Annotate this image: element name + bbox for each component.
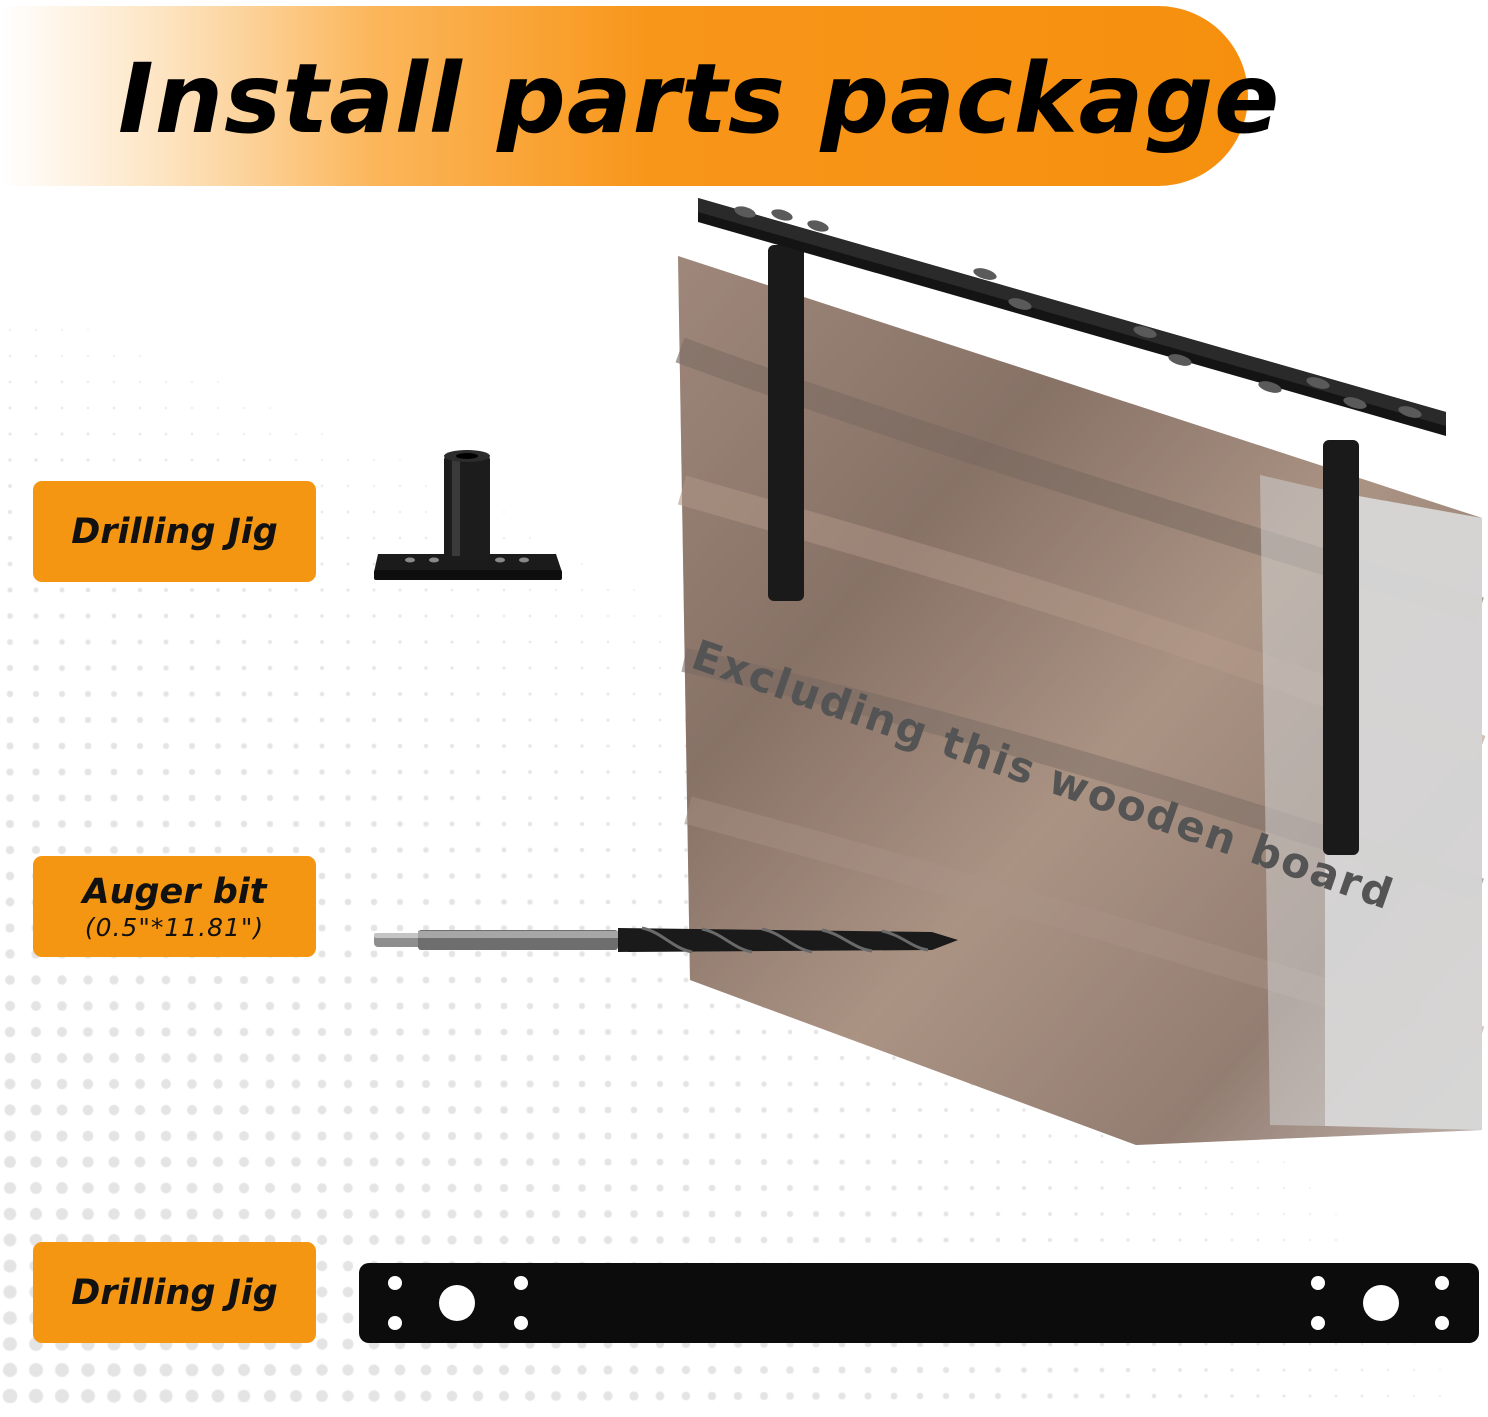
wooden-board-with-bracket-image (675, 198, 1486, 1145)
auger-bit-image (374, 926, 958, 954)
tag-label: Auger bit (82, 871, 267, 912)
page-title: Install parts package (118, 43, 1281, 155)
tag-drilling-jig: Drilling Jig (33, 1242, 316, 1343)
tag-drilling-jig: Drilling Jig (33, 481, 316, 582)
tag-label: Drilling Jig (71, 1272, 278, 1313)
title-banner: Install parts package (0, 6, 1281, 186)
drilling-jig-plate-image (359, 1263, 1479, 1343)
tag-label: Drilling Jig (71, 511, 278, 552)
tag-auger-bit: Auger bit (0.5"*11.81") (33, 856, 316, 957)
tag-dimensions: (0.5"*11.81") (84, 912, 265, 942)
drilling-jig-small-image (374, 450, 562, 580)
